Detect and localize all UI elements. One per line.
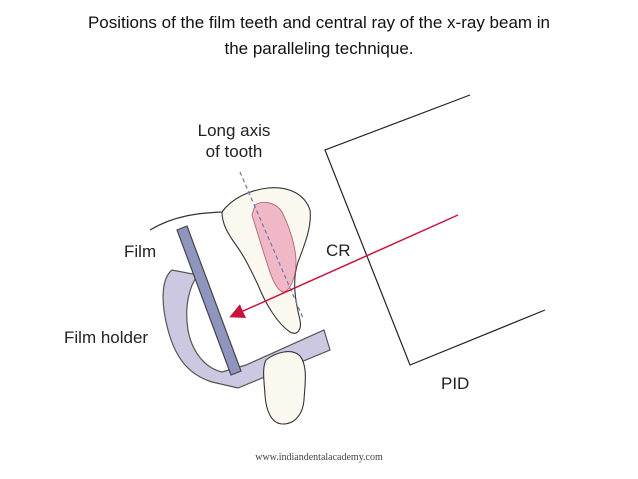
title-line-2: the paralleling technique. bbox=[224, 39, 414, 58]
label-film-holder: Film holder bbox=[64, 328, 148, 347]
title-line-1: Positions of the film teeth and central … bbox=[87, 13, 551, 32]
lower-tooth bbox=[263, 351, 306, 425]
label-cr: CR bbox=[326, 241, 351, 260]
central-ray-arrow bbox=[229, 214, 459, 318]
film bbox=[176, 225, 242, 376]
footer-url: www.indiandentalacademy.com bbox=[255, 452, 383, 463]
long-axis-line bbox=[239, 171, 304, 319]
slide-title: Positions of the film teeth and central … bbox=[0, 10, 638, 62]
label-film: Film bbox=[124, 242, 156, 261]
label-long-axis-line1: Long axis bbox=[198, 121, 271, 140]
label-pid: PID bbox=[441, 374, 469, 393]
pid-outline bbox=[324, 94, 546, 366]
label-long-axis-line2: of tooth bbox=[206, 142, 263, 161]
